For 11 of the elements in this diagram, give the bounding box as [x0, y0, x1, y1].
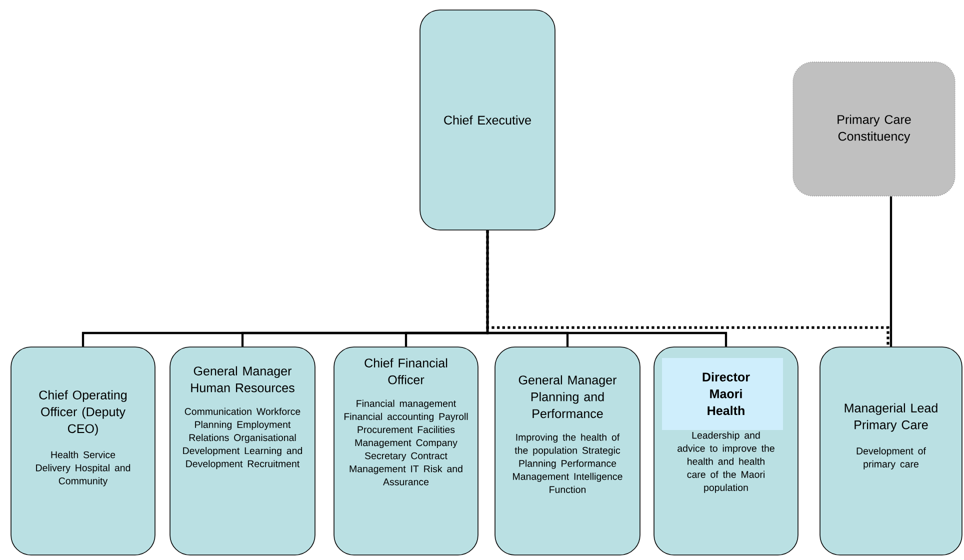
org-box: Managerial Lead Primary Care Development of primary care [820, 346, 962, 556]
connector-line [890, 196, 892, 347]
org-box: General Manager Planning and Performance Improving the health of the population Strategic Planning Performance Management Intelligence Function [494, 346, 640, 556]
org-box: Chief Executive [420, 10, 556, 230]
org-box: Chief Financial Officer Financial management Financial accounting Payroll Procurement Facilities Management Company Secretary Contract Management IT Risk and Assurance [334, 346, 478, 556]
connector-line [486, 230, 890, 347]
connector-line [486, 230, 728, 347]
org-box: Director Maori Health Leadership and advice to improve the health and health care of the Maori population [654, 346, 798, 556]
org-box: Chief Operating Officer (Deputy CEO) Health Service Delivery Hospital and Community [10, 346, 156, 556]
org-box: Primary Care Constituency [792, 62, 956, 196]
org-box: General Manager Human Resources Communication Workforce Planning Employment Relations Organisational Development Learning and Development Recruitment [170, 346, 316, 556]
